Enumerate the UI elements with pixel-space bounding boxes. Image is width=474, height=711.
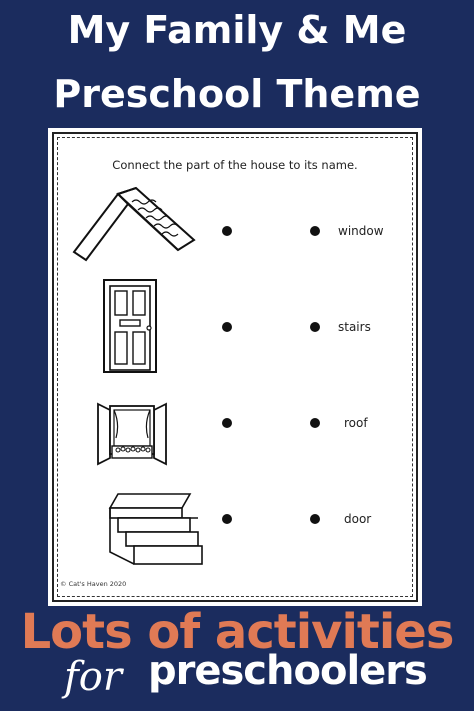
footer-subline: preschoolers bbox=[148, 648, 428, 694]
match-dot-left-4[interactable] bbox=[222, 514, 232, 524]
word-label: stairs bbox=[338, 320, 371, 334]
footer-for-script: for bbox=[64, 654, 123, 700]
worksheet-dashed-border bbox=[57, 137, 413, 597]
footer-headline: Lots of activities bbox=[20, 604, 455, 660]
match-dot-right-2[interactable] bbox=[310, 322, 320, 332]
worksheet-border bbox=[52, 132, 418, 602]
worksheet-instruction: Connect the part of the house to its nam… bbox=[112, 158, 358, 172]
match-dot-right-1[interactable] bbox=[310, 226, 320, 236]
window-icon bbox=[97, 402, 167, 466]
match-dot-right-4[interactable] bbox=[310, 514, 320, 524]
title-line-1: My Family & Me bbox=[67, 8, 407, 52]
match-dot-left-2[interactable] bbox=[222, 322, 232, 332]
word-label: door bbox=[344, 512, 372, 526]
word-label: window bbox=[338, 224, 384, 238]
roof-icon bbox=[72, 186, 196, 262]
title-line-2: Preschool Theme bbox=[53, 72, 421, 116]
copyright-text: © Cat's Haven 2020 bbox=[60, 580, 127, 588]
match-dot-left-3[interactable] bbox=[222, 418, 232, 428]
worksheet: Connect the part of the house to its nam… bbox=[48, 128, 422, 606]
word-label: roof bbox=[344, 416, 368, 430]
door-icon bbox=[103, 279, 157, 373]
match-dot-right-3[interactable] bbox=[310, 418, 320, 428]
match-dot-left-1[interactable] bbox=[222, 226, 232, 236]
stairs-icon bbox=[108, 493, 203, 565]
